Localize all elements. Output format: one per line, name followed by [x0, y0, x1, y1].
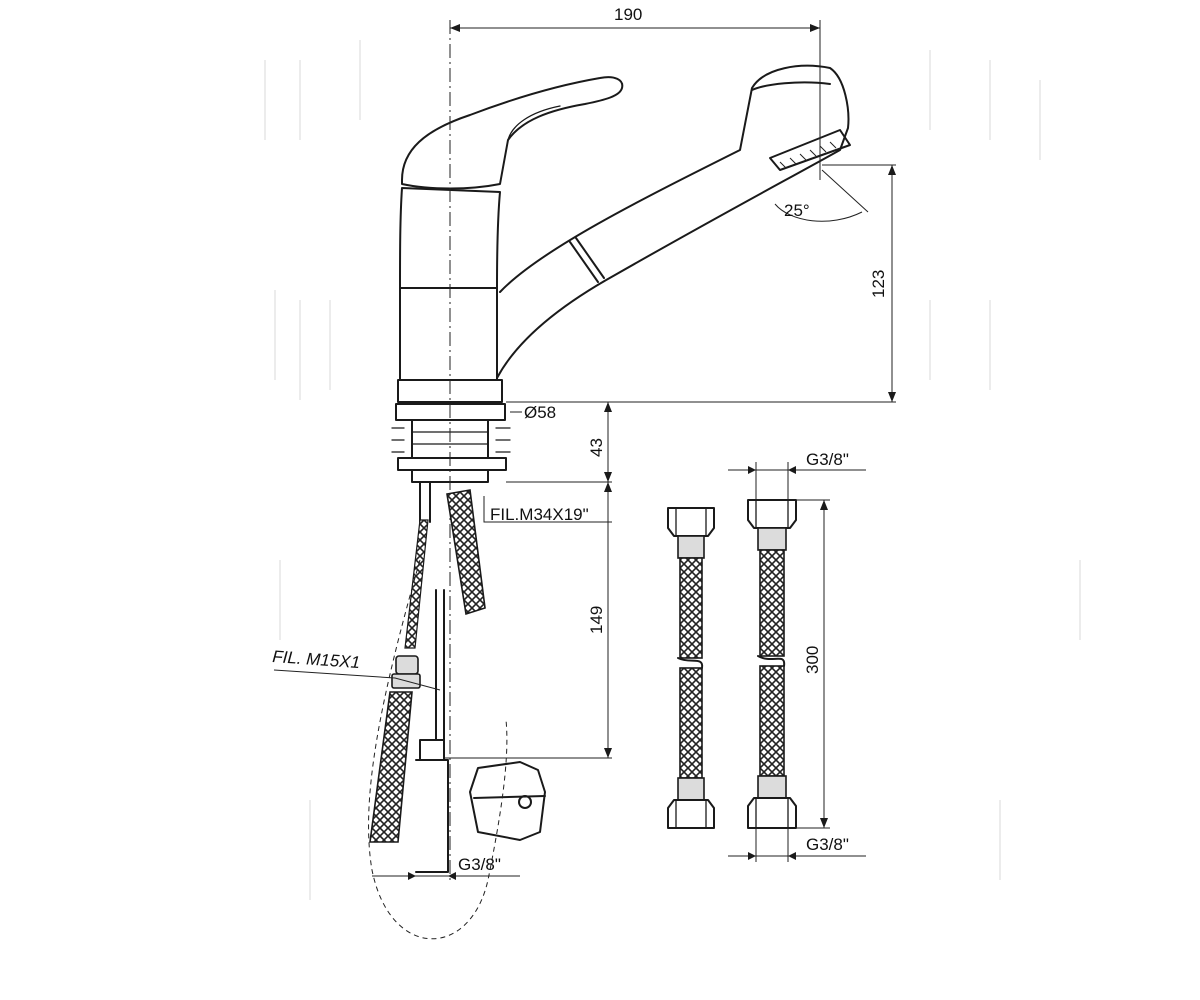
- pull-out-spout: [496, 64, 850, 379]
- dim-length-149: 149: [587, 606, 606, 634]
- hose-dimension-lines: [728, 462, 866, 862]
- dim-thread-hose: FIL. M15X1: [272, 647, 361, 672]
- dimension-lines: [273, 20, 896, 880]
- flex-hose-dimensioned: [747, 499, 797, 829]
- dim-hose-thread-bottom: G3/8": [806, 835, 849, 854]
- mixer-lever-handle: [401, 76, 624, 190]
- shank-connector: [415, 739, 449, 873]
- threaded-shank: [419, 481, 445, 741]
- hose-loop-path: [368, 559, 508, 940]
- spout-hose-right: [446, 489, 486, 616]
- dim-width-190: 190: [614, 5, 642, 24]
- counterweight: [469, 761, 546, 841]
- dim-diameter-58: Ø58: [524, 403, 556, 422]
- supply-hose-left: [369, 519, 429, 843]
- background-ghost-marks: [264, 40, 1081, 900]
- dim-height-123: 123: [869, 270, 888, 298]
- dim-thread-shank: FIL.M34X19": [490, 505, 589, 524]
- dim-hose-length-300: 300: [803, 646, 822, 674]
- flex-hose-plain: [667, 507, 715, 829]
- dim-hose-thread-top: G3/8": [806, 450, 849, 469]
- dim-angle-25: 25°: [784, 201, 810, 220]
- mixer-body: [397, 187, 503, 403]
- dim-base-43: 43: [587, 438, 606, 457]
- deck-mount-assembly: [391, 403, 511, 483]
- dim-thread-bottom: G3/8": [458, 855, 501, 874]
- spray-head-face: [769, 129, 851, 171]
